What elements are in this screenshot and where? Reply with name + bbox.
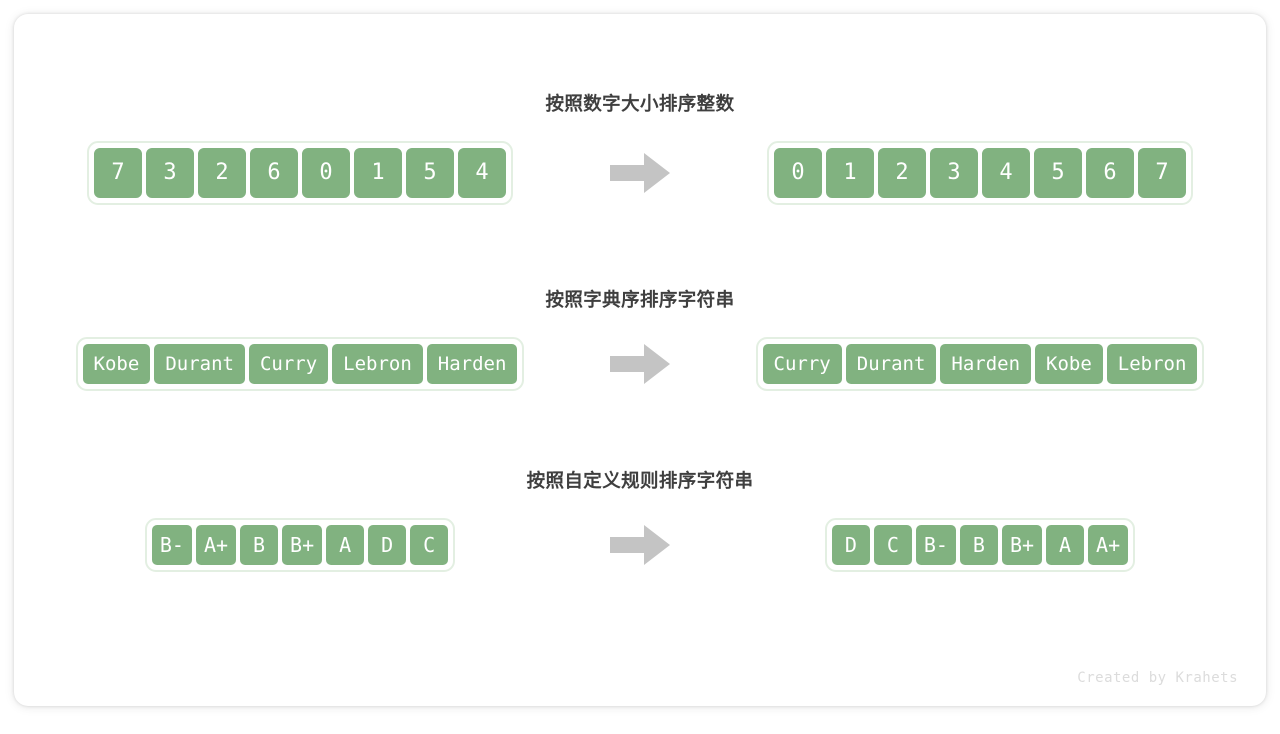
array-cell: A+ <box>1086 523 1131 567</box>
array-cell: 0 <box>300 146 352 200</box>
array-cell: 5 <box>1032 146 1084 200</box>
array-cell: 4 <box>980 146 1032 200</box>
array-cell: B <box>238 523 281 567</box>
array-cell: Durant <box>843 342 939 386</box>
array-cell: Curry <box>246 342 331 386</box>
array-cell: B- <box>913 523 958 567</box>
array-cell: Lebron <box>1104 342 1200 386</box>
array-cell: A <box>324 523 367 567</box>
array-cell: 6 <box>248 146 300 200</box>
right-arrow-icon <box>580 340 700 388</box>
array-cell: 7 <box>1136 146 1188 200</box>
array-cell: 5 <box>404 146 456 200</box>
array-cell: C <box>408 523 451 567</box>
array-cell: B- <box>149 523 194 567</box>
array-cell: 3 <box>928 146 980 200</box>
array-cell: 3 <box>144 146 196 200</box>
row-title: 按照自定义规则排序字符串 <box>526 470 754 491</box>
credit-text: Created by Krahets <box>1077 670 1238 686</box>
array-cell: A+ <box>193 523 239 567</box>
array-cell: C <box>871 523 914 567</box>
array-cell: D <box>366 523 409 567</box>
array-cell: Kobe <box>80 342 153 386</box>
array-cell: Harden <box>424 342 520 386</box>
array-cell: Durant <box>152 342 247 386</box>
array-cell: Harden <box>938 342 1034 386</box>
array-cell: 2 <box>876 146 928 200</box>
array-cell: B+ <box>280 523 325 567</box>
array-cell: 2 <box>196 146 248 200</box>
array-cell: 1 <box>824 146 876 200</box>
array-cell: 6 <box>1084 146 1136 200</box>
array-cell: B <box>957 523 1000 567</box>
array-cell: 7 <box>92 146 144 200</box>
array-cell: B+ <box>999 523 1045 567</box>
row-title: 按照数字大小排序整数 <box>545 93 735 114</box>
array-cell: 0 <box>772 146 824 200</box>
array-cell: D <box>829 523 872 567</box>
array-cell: 4 <box>456 146 508 200</box>
array-cell: Lebron <box>330 342 425 386</box>
right-arrow-icon <box>580 149 700 197</box>
row-title: 按照字典序排序字符串 <box>545 289 735 310</box>
array-cell: Curry <box>760 342 844 386</box>
right-arrow-icon <box>580 521 700 569</box>
array-cell: 1 <box>352 146 404 200</box>
array-cell: A <box>1044 523 1087 567</box>
array-cell: Kobe <box>1033 342 1105 386</box>
